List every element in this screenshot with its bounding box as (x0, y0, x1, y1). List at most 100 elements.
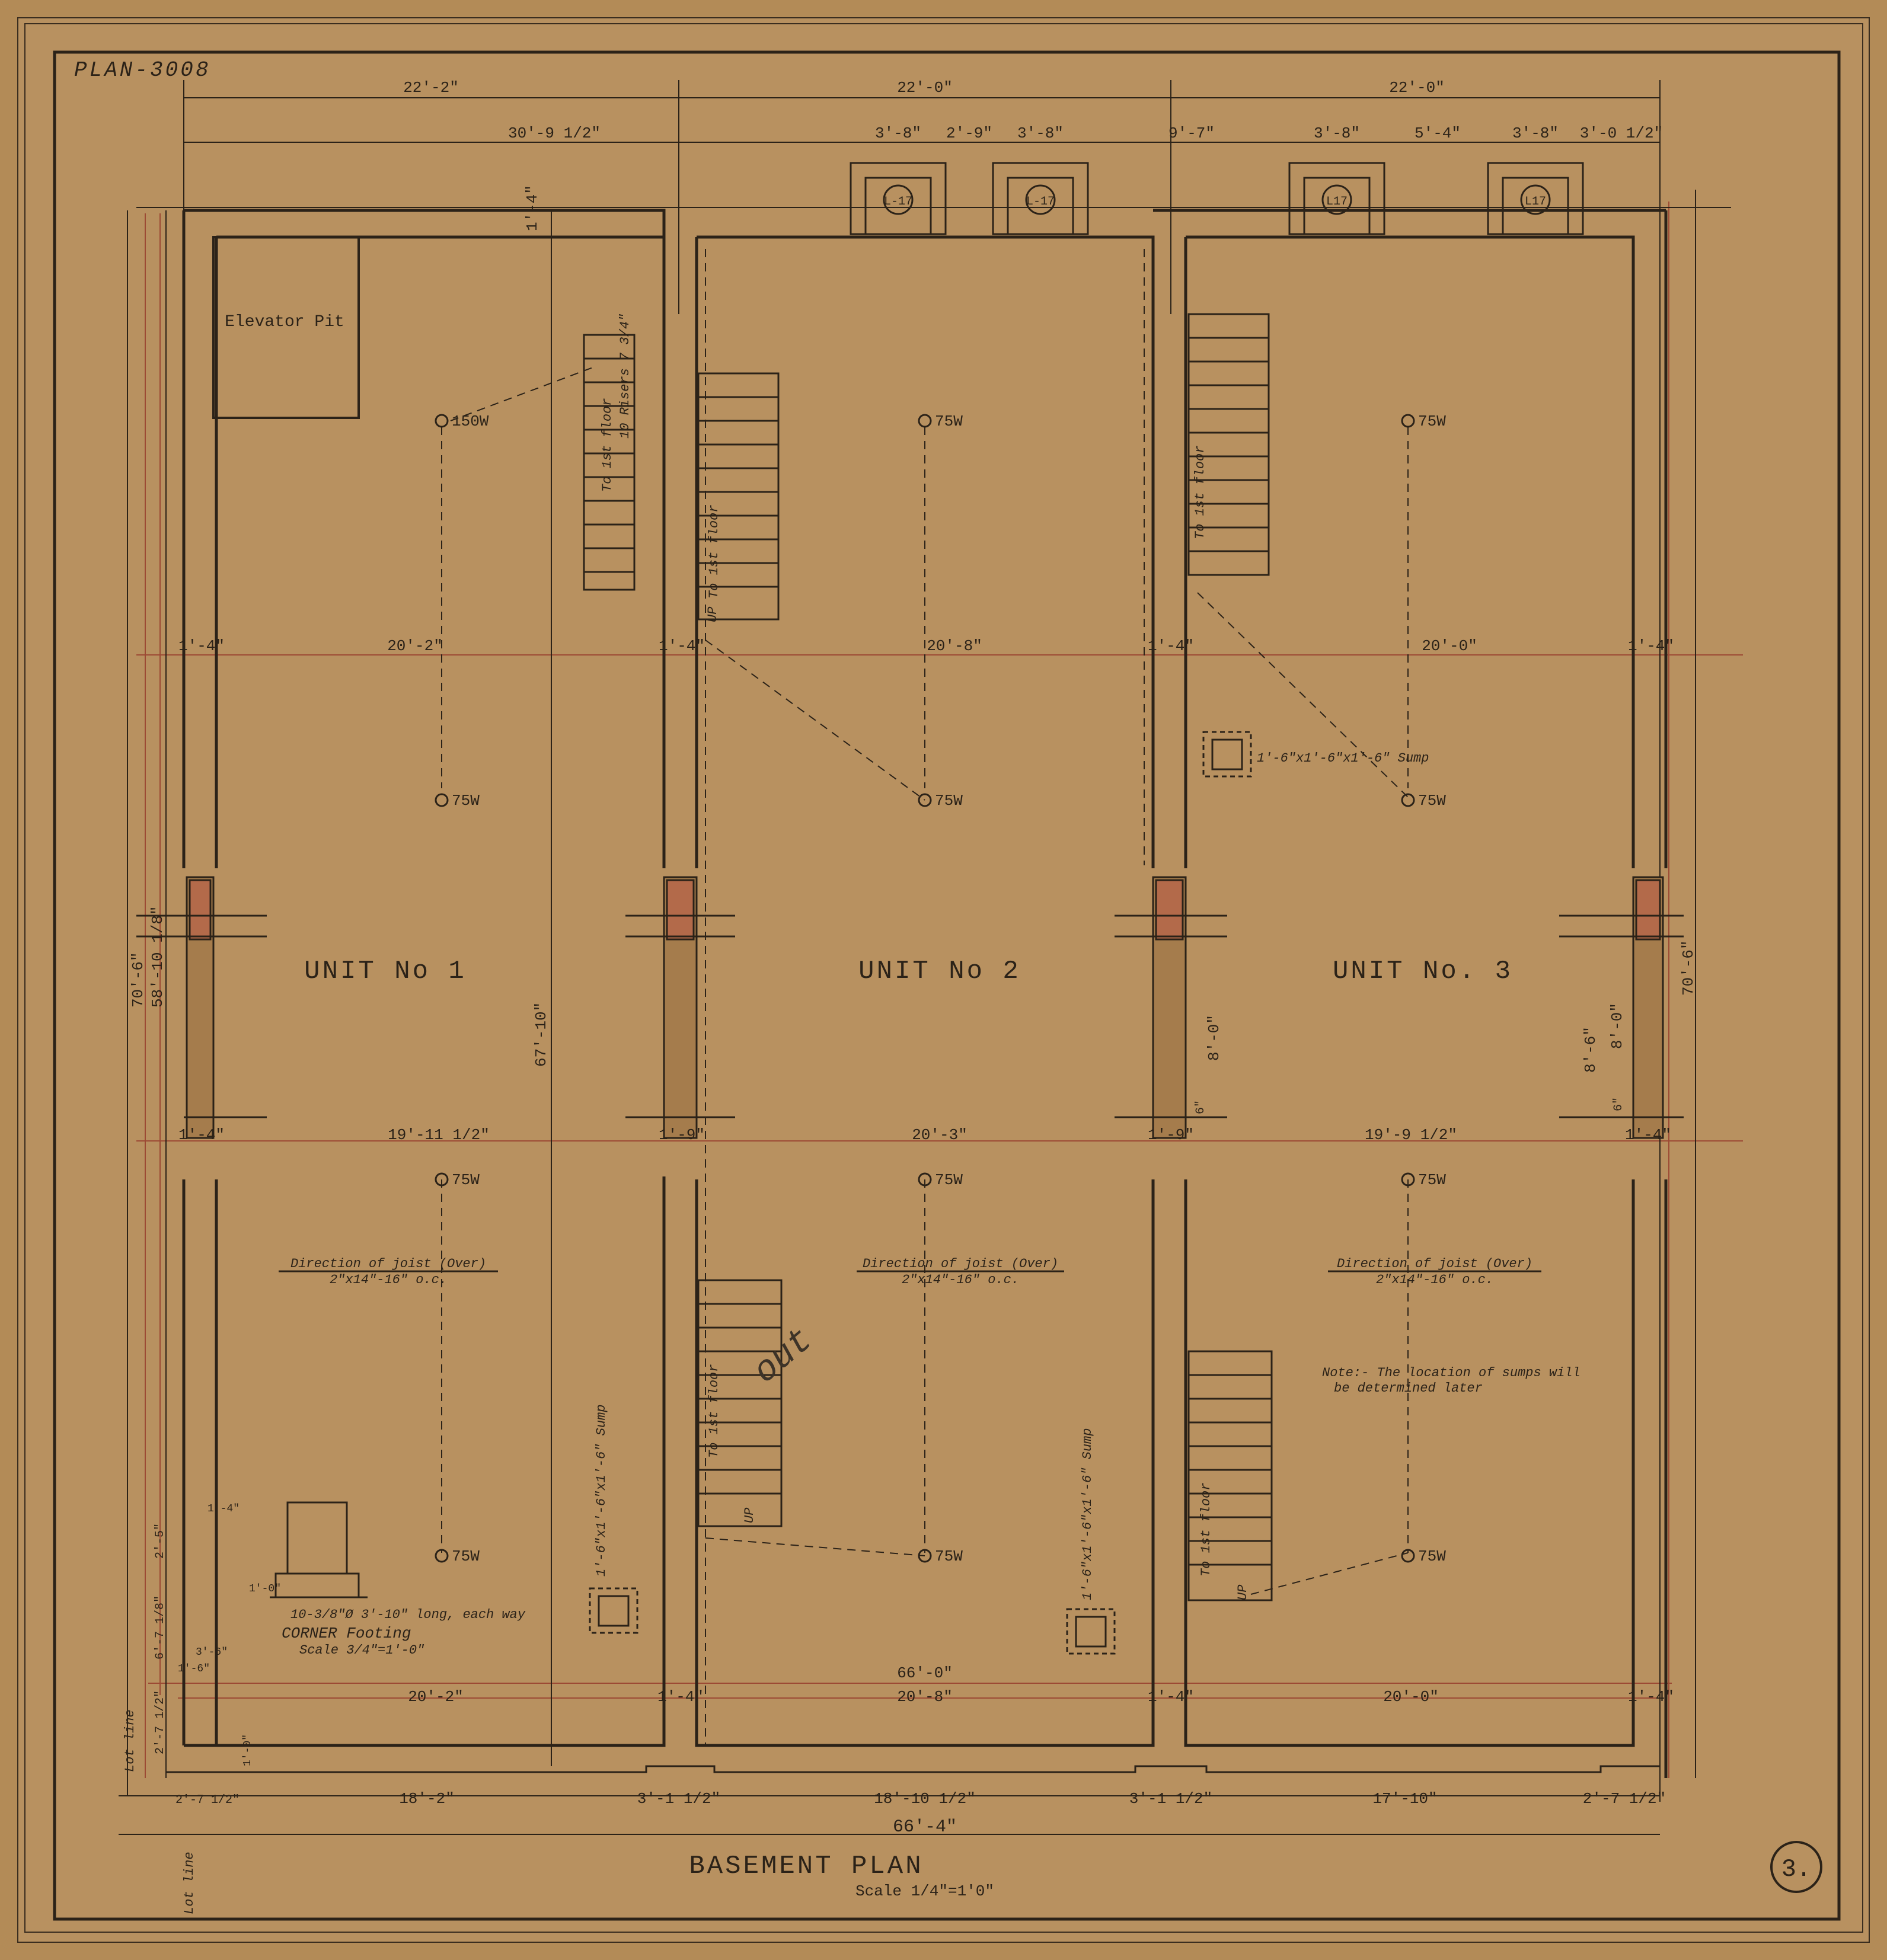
center-piers (136, 876, 1684, 1139)
joist-spec: 2"x14"-16" o.c. (1376, 1272, 1493, 1287)
dim-top: 22'-0" (897, 79, 953, 97)
dim-right: 8'-6" (1582, 1027, 1599, 1073)
dimension-lines (119, 80, 1731, 1835)
dim-bottom: 1'-4" (1628, 1688, 1674, 1706)
joist-spec: 2"x14"-16" o.c. (330, 1272, 447, 1287)
dim-right: 6" (1194, 1100, 1208, 1114)
dim-left: 70'-6" (129, 952, 147, 1008)
light-wattage: 75W (452, 1171, 480, 1189)
dim-bottom: 1'-4" (657, 1688, 704, 1706)
dim-inside-overall: 66'-0" (897, 1664, 953, 1682)
drawing-title: BASEMENT PLAN (689, 1852, 923, 1881)
stair-up: UP (705, 607, 720, 622)
light-wattage: 150W (452, 413, 489, 430)
dim-right: 6" (1612, 1097, 1626, 1111)
dim-wall: 20'-3" (912, 1126, 968, 1144)
light-wattage: 75W (935, 413, 963, 430)
sumps (589, 731, 1252, 1655)
stair-up: UP (742, 1508, 757, 1523)
dim-mid: 20'-2" (387, 637, 443, 655)
corner-footing-spec: 10-3/8"Ø 3'-10" long, each way (290, 1607, 526, 1622)
dim-mid: 1'-4" (1148, 637, 1194, 655)
corner-footing-detail (270, 1501, 368, 1598)
light-wattage: 75W (1418, 1547, 1446, 1565)
dim-top-sub: 3'-0 1/2" (1580, 124, 1663, 142)
dim-bottom: 20'-8" (897, 1688, 953, 1706)
sump-label-mid: 1'-6"x1'-6"x1'-6" Sump (1080, 1428, 1095, 1600)
lot-line-label: Lot line (182, 1852, 197, 1914)
dim-footing: 3'-1 1/2" (637, 1790, 720, 1808)
dim-bottom: 20'-0" (1383, 1688, 1439, 1706)
light-fixtures (435, 414, 1415, 1563)
dim-top: 22'-0" (1389, 79, 1445, 97)
handwritten-annotation: out (746, 1320, 821, 1393)
dim-wall: 19'-9 1/2" (1365, 1126, 1457, 1144)
light-wattage: 75W (1418, 792, 1446, 810)
plan-number: PLAN-3008 (74, 58, 210, 82)
dim-overall: 66'-4" (893, 1817, 957, 1837)
sump-note-line2: be determined later (1334, 1381, 1483, 1396)
stair-note: To 1st floor (1193, 446, 1208, 539)
dim-right: 8'-0" (1205, 1015, 1223, 1061)
dim-right: 8'-0" (1608, 1003, 1626, 1049)
stair-note: To 1st floor (707, 1364, 721, 1458)
sheet-number: 3. (1781, 1855, 1811, 1884)
stair-note: To 1st floor (600, 398, 615, 492)
dim-left-small: 2'-5" (154, 1523, 167, 1559)
foundation-walls (182, 209, 1668, 1778)
dim-top-sub: 9'-7" (1168, 124, 1215, 142)
light-wattage: 75W (1418, 1171, 1446, 1189)
dim-left-small: 3'-6" (196, 1646, 228, 1658)
dim-top-sub: 30'-9 1/2" (508, 124, 601, 142)
sump-label: 1'-6"x1'-6"x1'-6" Sump (1257, 751, 1429, 766)
unit-3-label: UNIT No. 3 (1333, 957, 1513, 986)
dim-wall: 1'-4" (1625, 1126, 1671, 1144)
dim-wall: 1'-9" (659, 1126, 705, 1144)
window-label: L-17 (1026, 195, 1055, 209)
dim-left-small: 1'-4" (207, 1503, 240, 1515)
light-wattage: 75W (935, 1547, 963, 1565)
dim-top: 22'-2" (403, 79, 459, 97)
dim-footing: 3'-1 1/2" (1129, 1790, 1212, 1808)
footing-outline (166, 1765, 1660, 1773)
dim-wall: 19'-11 1/2" (388, 1126, 490, 1144)
dim-left: 67'-10" (532, 1002, 550, 1067)
elevator-pit (212, 236, 360, 419)
dim-top-sub: 3'-8" (875, 124, 921, 142)
dim-footing: 2'-7 1/2" (1583, 1790, 1666, 1808)
dim-left-small: 1'-6" (178, 1663, 210, 1675)
inner-border (53, 50, 1841, 1921)
dim-footing: 18'-2" (399, 1790, 455, 1808)
drawing-scale: Scale 1/4"=1'0" (855, 1882, 994, 1900)
dim-left-small: 2'-7 1/2" (154, 1690, 167, 1754)
light-wattage: 75W (1418, 413, 1446, 430)
dim-top-sub: 3'-8" (1017, 124, 1064, 142)
dim-left-small: 1'-0" (242, 1734, 254, 1766)
joist-direction: Direction of joist (Over) (1337, 1256, 1532, 1271)
dim-top-sub: 5'-4" (1415, 124, 1461, 142)
lot-line-label: Lot line (123, 1709, 138, 1772)
dim-bottom: 20'-2" (408, 1688, 464, 1706)
dim-top-sub: 3'-8" (1314, 124, 1360, 142)
stair-note: To 1st floor (1199, 1483, 1214, 1577)
sump-note-line1: Note:- The location of sumps will (1322, 1366, 1581, 1380)
dim-wall: 1'-4" (178, 1126, 225, 1144)
elevator-pit-label: Elevator Pit (225, 313, 344, 331)
dim-left: 58'-10 1/8" (149, 906, 167, 1008)
sump-label-left: 1'-6"x1'-6"x1'-6" Sump (594, 1405, 609, 1577)
window-label: L17 (1525, 195, 1546, 209)
dim-mid: 1'-4" (178, 637, 225, 655)
stairs (583, 313, 1273, 1601)
trim-border (24, 23, 1863, 1933)
joist-direction: Direction of joist (Over) (290, 1256, 486, 1271)
unit-2-label: UNIT No 2 (858, 957, 1021, 986)
dim-top-sub: 3'-8" (1512, 124, 1559, 142)
sheet-number-circle (1770, 1841, 1822, 1893)
corner-footing-dim: 1'-0" (249, 1583, 281, 1595)
stair-up: UP (1235, 1585, 1250, 1600)
dim-mid: 1'-4" (659, 637, 705, 655)
dim-wall: 1'-9" (1148, 1126, 1194, 1144)
joist-spec: 2"x14"-16" o.c. (902, 1272, 1019, 1287)
